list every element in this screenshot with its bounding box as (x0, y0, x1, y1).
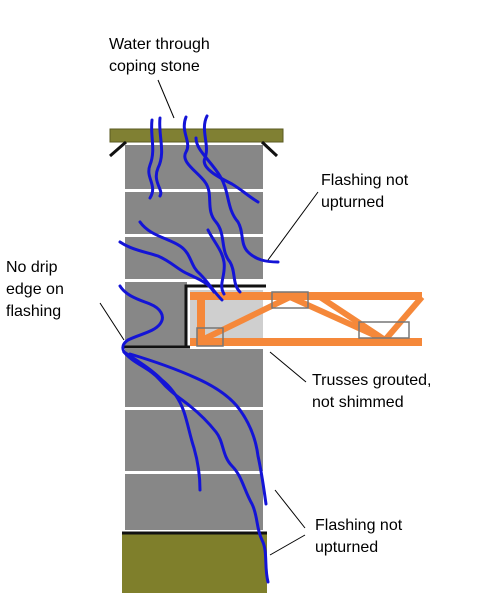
water-paths (118, 114, 280, 584)
water-path (202, 114, 260, 204)
coping-drip-left (109, 140, 127, 158)
label-line: coping stone (109, 58, 200, 75)
flashing-top (184, 284, 266, 347)
truss-gusset-plate (271, 291, 309, 309)
truss-gusset-plate (358, 321, 410, 339)
leader-water-coping (157, 79, 175, 119)
label-line: Trusses grouted, (312, 372, 432, 389)
water-path (206, 228, 226, 296)
leader-flashing-bottom (269, 534, 306, 556)
water-path (118, 284, 164, 354)
concrete-block (125, 237, 263, 279)
label-line: Flashing not (321, 172, 409, 189)
water-path (122, 350, 270, 584)
label-line: Water through (109, 36, 210, 53)
footing (122, 533, 267, 593)
water-path (128, 352, 268, 506)
water-path (147, 118, 155, 200)
label-line: Flashing not (315, 517, 403, 534)
water-path (118, 240, 216, 294)
truss-web (318, 294, 387, 343)
leader-no-drip (99, 302, 125, 341)
label-line: upturned (321, 194, 385, 211)
leader-flashing-bottom (274, 489, 306, 529)
label-line: No drip (6, 259, 58, 276)
leader-flashing-top (267, 191, 319, 261)
truss-web (382, 295, 425, 342)
concrete-block (125, 474, 263, 530)
water-path (154, 116, 164, 198)
water-path (122, 350, 202, 492)
truss-web (200, 294, 292, 343)
label-flashing-not-upturned-bottom: Flashing not upturned (315, 515, 402, 559)
label-line: flashing (6, 303, 62, 320)
label-line: edge on (6, 281, 64, 298)
concrete-block (125, 410, 263, 471)
leader-trusses (269, 351, 307, 383)
truss-end-post (197, 292, 205, 346)
label-flashing-not-upturned-top: Flashing not upturned (321, 170, 408, 214)
truss-gusset-plate (196, 327, 224, 347)
label-line: upturned (315, 539, 379, 556)
coping-drip-right (260, 140, 279, 158)
label-line: not shimmed (312, 394, 404, 411)
label-no-drip-edge: No drip edge on flashing (6, 257, 64, 323)
water-path (194, 136, 280, 264)
label-trusses-grouted: Trusses grouted, not shimmed (312, 370, 431, 414)
water-path (182, 115, 242, 294)
label-water-through-coping: Water through coping stone (109, 34, 210, 78)
roof-truss (190, 291, 425, 347)
truss-top-chord (190, 292, 422, 300)
leader-lines (99, 79, 319, 556)
truss-bottom-chord (190, 338, 422, 346)
concrete-block (125, 145, 263, 189)
